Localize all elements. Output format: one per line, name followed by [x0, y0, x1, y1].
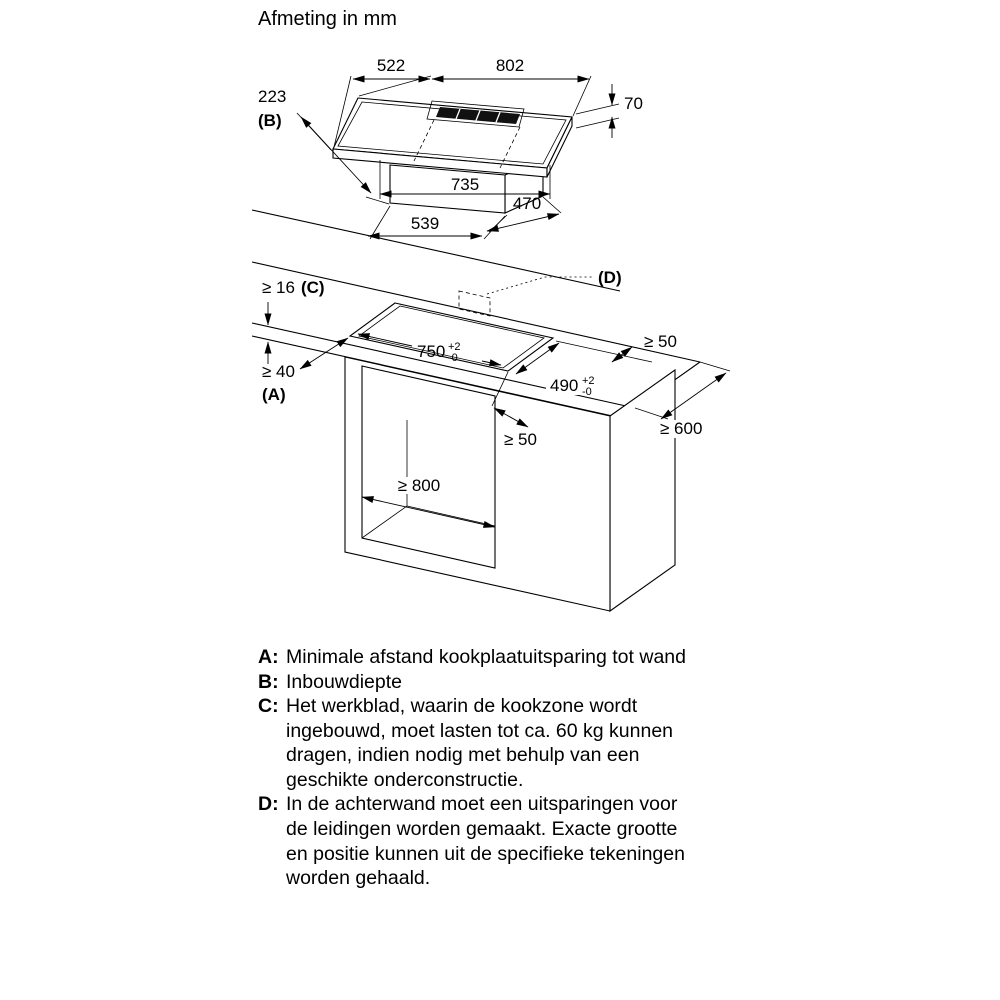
dim-cabinet-width-800: ≥ 800 — [361, 476, 496, 528]
pipe-recess-dashed-rect — [458, 290, 491, 317]
diagram-title: Afmeting in mm — [258, 8, 397, 30]
cutout-outline — [348, 302, 555, 372]
dim-750-tol-plus: +2 — [448, 341, 461, 353]
dim-802: 802 — [431, 56, 592, 117]
dim-600-label: ≥ 600 — [660, 419, 702, 438]
legend: A: Minimale afstand kookplaatuitsparing … — [258, 645, 710, 891]
dim-thickness-16: ≥ 16 (C) — [262, 278, 325, 364]
legend-text: In de achterwand moet een uitsparingen v… — [286, 793, 685, 890]
pipe-recess: (D) — [458, 268, 622, 317]
worktop-cutout-view: (D) ≥ 16 (C) ≥ 40 (A) — [251, 209, 731, 613]
dim-40-label: ≥ 40 — [262, 362, 295, 381]
dim-70-label: 70 — [624, 94, 643, 113]
dim-50-front-label: ≥ 50 — [504, 430, 537, 449]
dim-50-right-label: ≥ 50 — [644, 332, 677, 351]
hob-isometric-view: 522 802 223 (B) 70 — [258, 56, 643, 240]
dim-539-label: 539 — [411, 214, 439, 233]
legend-item-a: A: Minimale afstand kookplaatuitsparing … — [258, 645, 710, 670]
dim-223: 223 (B) — [258, 87, 390, 205]
dim-clearance-right-50: ≥ 50 — [555, 332, 677, 363]
ref-b-label: (B) — [258, 111, 282, 130]
legend-item-c: C: Het werkblad, waarin de kookzone word… — [258, 694, 710, 792]
dim-cutout-depth-490: 490 +2-0 — [515, 342, 604, 398]
dim-490-tol-minus: -0 — [582, 386, 592, 398]
dim-cutout-width-750: 750+2-0 — [357, 333, 502, 367]
dim-490-label: 490 — [550, 376, 578, 395]
legend-key: D: — [258, 793, 279, 816]
svg-text:≥ 16(C): ≥ 16 (C) — [262, 278, 325, 297]
legend-item-d: D: In de achterwand moet een uitsparinge… — [258, 792, 710, 890]
dim-70: 70 — [575, 84, 643, 138]
dim-800-label: ≥ 800 — [398, 476, 440, 495]
dim-802-label: 802 — [496, 56, 524, 75]
wall-top-edge — [251, 209, 621, 292]
dim-750-label: 750 — [417, 342, 445, 361]
cabinet-side-face — [609, 368, 676, 613]
legend-text: Het werkblad, waarin de kookzone wordt i… — [286, 695, 674, 791]
installation-diagram: 522 802 223 (B) 70 — [251, 56, 731, 613]
dim-16-label: ≥ 16 — [262, 278, 295, 297]
legend-text: Inbouwdiepte — [286, 670, 403, 693]
dim-490-tol-plus: +2 — [582, 375, 595, 387]
hob-right-face — [546, 116, 573, 178]
dim-470: 470 — [486, 194, 562, 233]
dim-735: 735 — [379, 160, 551, 199]
dim-522-label: 522 — [377, 56, 405, 75]
vent-slot — [426, 100, 525, 128]
svg-text:490+2-0: 490 +2-0 — [550, 375, 595, 398]
cabinet-opening — [361, 365, 496, 569]
legend-key: B: — [258, 670, 279, 693]
legend-key: C: — [258, 695, 279, 718]
dim-750-tol-minus: -0 — [448, 352, 458, 364]
dim-wall-clearance-40: ≥ 40 (A) — [262, 337, 349, 404]
dim-223-label: 223 — [258, 87, 286, 106]
dim-735-label: 735 — [451, 175, 479, 194]
dim-clearance-front-50: ≥ 50 — [491, 371, 537, 449]
ref-a-label: (A) — [262, 385, 286, 404]
legend-item-b: B: Inbouwdiepte — [258, 670, 710, 695]
ref-c-label: (C) — [301, 278, 325, 297]
svg-text:750+2-0: 750+2-0 — [417, 341, 461, 364]
legend-text: Minimale afstand kookplaatuitsparing tot… — [286, 646, 686, 668]
legend-key: A: — [258, 646, 279, 668]
ref-d-label: (D) — [598, 268, 622, 287]
dim-worktop-depth-600: ≥ 600 — [634, 361, 731, 438]
dim-470-label: 470 — [513, 194, 541, 213]
